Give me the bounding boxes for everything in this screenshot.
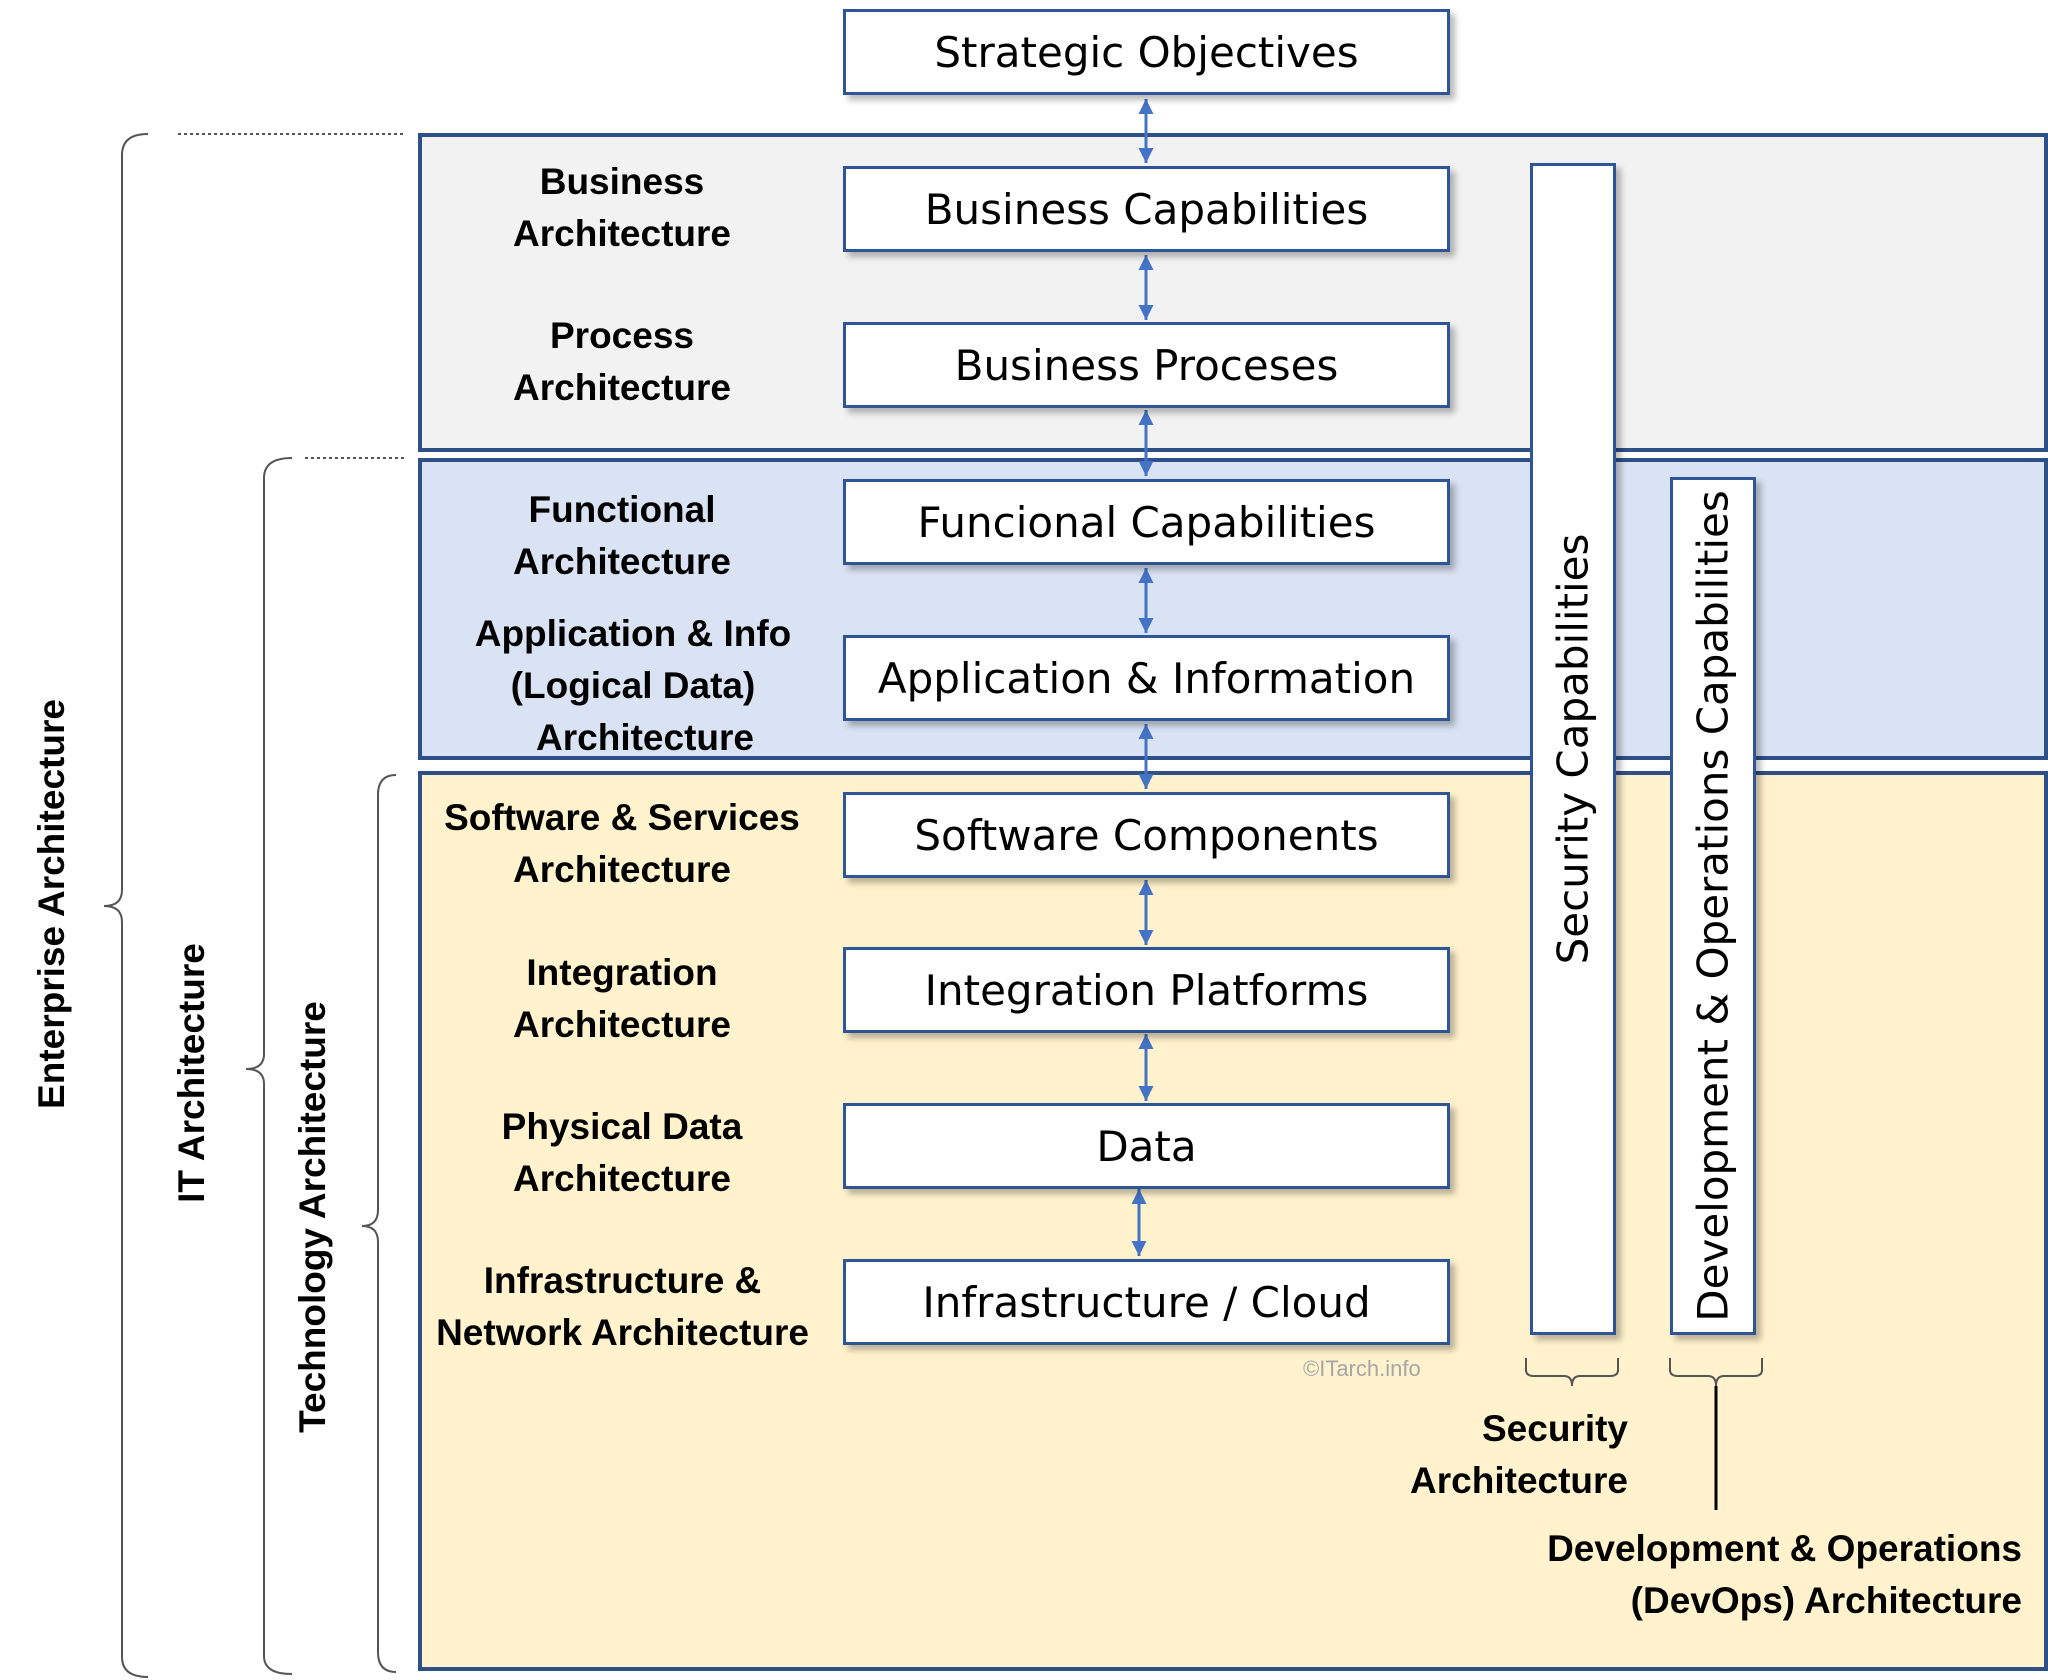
infrastructure-cloud-box: Infrastructure / Cloud: [843, 1259, 1450, 1345]
it-bracket: [245, 457, 293, 1675]
security-capabilities-box: Security Capabilities: [1530, 163, 1616, 1335]
business-processes-box: Business Proceses: [843, 322, 1450, 408]
data-box: Data: [843, 1103, 1450, 1189]
application-information-box: Application & Information: [843, 635, 1450, 721]
integration-platforms-box: Integration Platforms: [843, 947, 1450, 1033]
it-architecture-label: IT Architecture: [171, 943, 212, 1203]
enterprise-bracket: [103, 133, 149, 1678]
devops-architecture-label: Development & Operations(DevOps) Archite…: [1547, 1528, 2022, 1621]
functional-capabilities-box: Funcional Capabilities: [843, 479, 1450, 565]
strategic-objectives-box: Strategic Objectives: [843, 9, 1450, 95]
devops-capabilities-box: Development & Operations Capabilities: [1670, 477, 1756, 1335]
business-capabilities-box: Business Capabilities: [843, 166, 1450, 252]
technology-bracket: [361, 774, 397, 1673]
technology-architecture-label: Technology Architecture: [292, 1001, 333, 1433]
technology-band: [418, 771, 2048, 1671]
devops-bracket: [1669, 1358, 1763, 1387]
security-bracket: [1525, 1358, 1619, 1387]
enterprise-architecture-label: Enterprise Architecture: [31, 699, 72, 1109]
devops-capabilities-text: Development & Operations Capabilities: [1688, 490, 1738, 1322]
copyright-text: ©ITarch.info: [1303, 1356, 1421, 1381]
infrastructure-network-architecture-label: Infrastructure &Network Architecture: [436, 1260, 809, 1353]
application-info-architecture-label: Application & Info(Logical Data)Architec…: [474, 613, 792, 758]
security-capabilities-text: Security Capabilities: [1548, 533, 1598, 965]
software-components-box: Software Components: [843, 792, 1450, 878]
